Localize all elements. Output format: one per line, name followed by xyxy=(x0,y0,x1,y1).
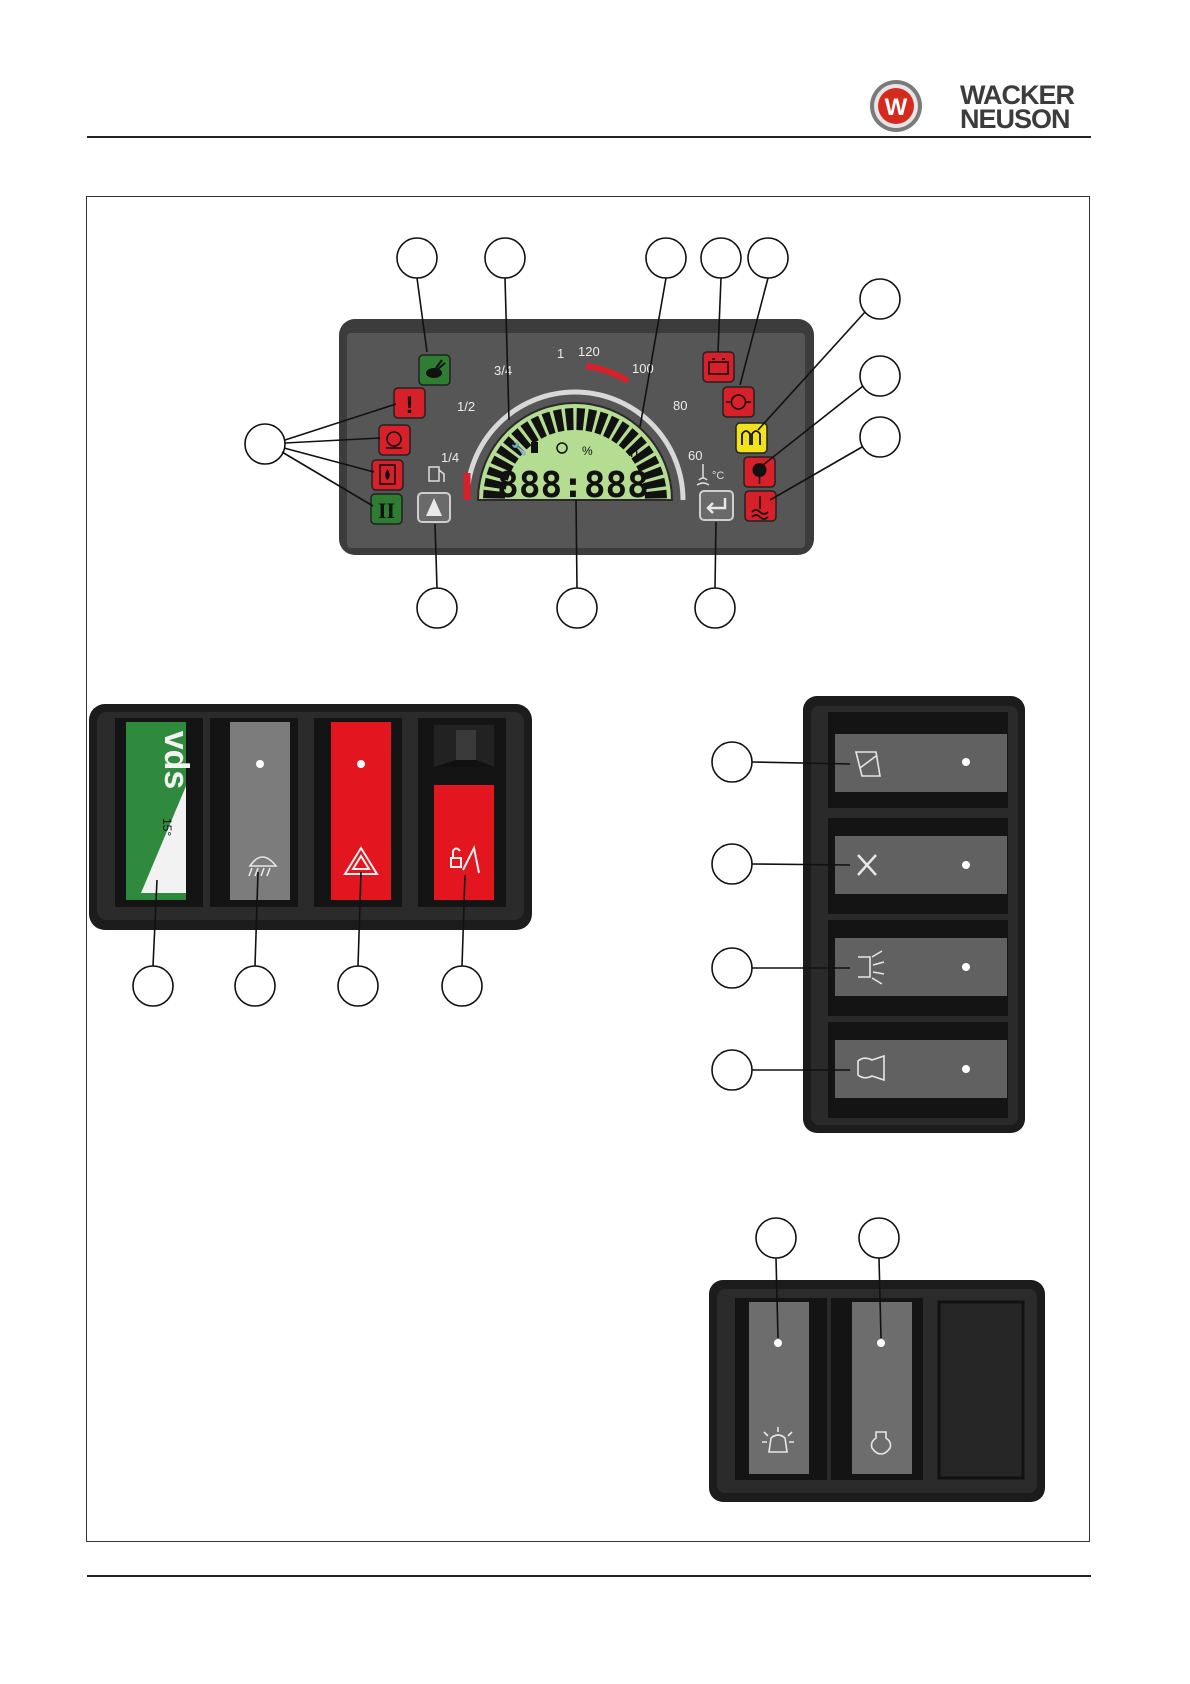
switch-panel-right xyxy=(712,696,1025,1133)
warning-lamp-oil xyxy=(379,425,410,455)
vds-switch[interactable]: vds 15° xyxy=(115,718,203,907)
fuel-icon xyxy=(531,442,538,453)
scale-label-quarter: 1/4 xyxy=(441,450,459,465)
wiper-switch[interactable] xyxy=(828,712,1008,808)
scale-label-half: 1/2 xyxy=(457,399,475,414)
scale-label-three-quarter: 3/4 xyxy=(494,363,512,378)
scale-label-60: 60 xyxy=(688,448,702,463)
warning-lamp-coolant xyxy=(745,491,776,521)
footer-rule xyxy=(87,1575,1091,1577)
headlight-switch[interactable] xyxy=(828,920,1008,1016)
warning-lamp-filter-clog xyxy=(744,457,775,487)
scale-label-120: 120 xyxy=(578,344,600,359)
indicator-lamp-gear: II xyxy=(371,494,402,524)
warning-lamp-battery xyxy=(703,352,734,382)
vds-angle: 15° xyxy=(160,818,174,836)
vds-label: vds xyxy=(157,731,195,790)
svg-text:°C: °C xyxy=(712,470,724,482)
scale-label-full: 1 xyxy=(557,346,564,361)
wrench-icon: 🔧 xyxy=(511,440,527,456)
scale-label-80: 80 xyxy=(673,398,687,413)
indicator-lamp-rabbit xyxy=(419,355,450,385)
fan-switch[interactable] xyxy=(828,818,1008,914)
beacon-switch[interactable] xyxy=(735,1298,827,1480)
hazard-switch[interactable] xyxy=(314,718,402,907)
unlock-switch[interactable] xyxy=(418,718,506,907)
lcd-digits: 888:888 xyxy=(497,465,649,506)
switch-panel-left: vds 15° xyxy=(89,704,532,1006)
warning-lamp-fuel-filter xyxy=(372,460,403,490)
engine-warning-icon: ! xyxy=(406,392,414,419)
lcd-hours-unit: h xyxy=(630,444,638,461)
bulb-switch[interactable] xyxy=(831,1298,923,1480)
switch-panel-bottom xyxy=(709,1218,1045,1502)
cluster-button-enter[interactable] xyxy=(700,491,733,520)
warning-lamp-engine: ! xyxy=(394,388,425,419)
warning-lamp-oil-pressure xyxy=(723,387,754,417)
blank-switch-slot xyxy=(939,1302,1023,1478)
gear-two-icon: II xyxy=(378,498,395,523)
work-light-switch[interactable] xyxy=(210,718,298,907)
lcd-percent: % xyxy=(582,444,593,458)
instrument-cluster: 🔧 % h 888:888 1/4 1/2 3/4 1 120 100 80 6… xyxy=(245,238,900,628)
indicator-lamp-glow-plug xyxy=(736,423,767,453)
cluster-button-up[interactable] xyxy=(418,493,450,522)
horn-switch[interactable] xyxy=(828,1022,1008,1118)
